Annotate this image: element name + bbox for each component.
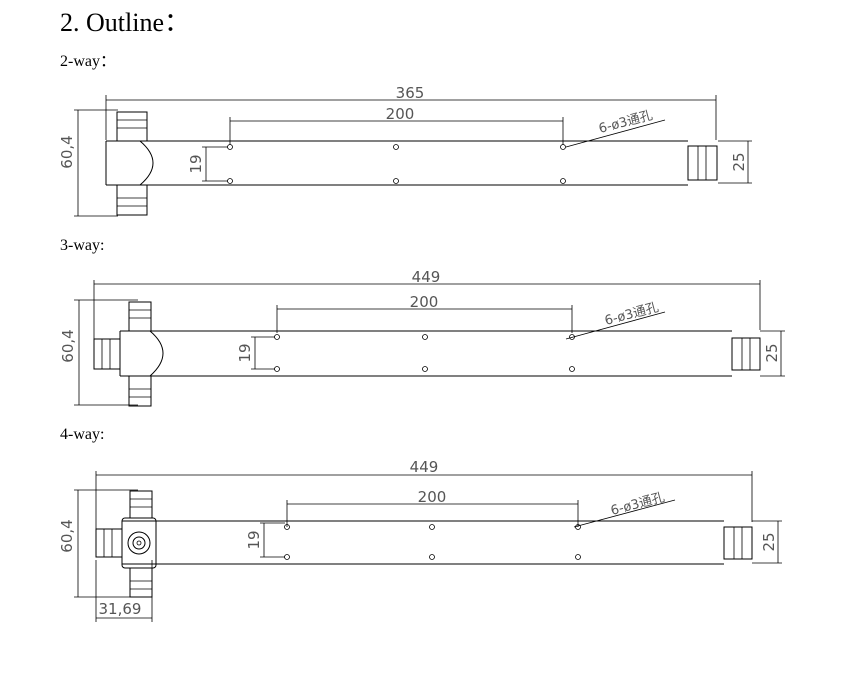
hole <box>560 178 566 184</box>
drawing-4way: 449 200 6-ø3通孔 60,4 19 25 31,69 <box>58 458 782 622</box>
dim-height-text: 60,4 <box>58 519 76 552</box>
dim-overall-text: 365 <box>396 84 425 102</box>
dim-spacing-text: 200 <box>418 488 447 506</box>
hole <box>560 144 566 150</box>
hole <box>575 524 581 530</box>
hole <box>284 524 290 530</box>
hub-port-inner <box>132 536 146 550</box>
hole-note-leader <box>573 499 676 528</box>
dim-height-text: 60,4 <box>59 329 77 362</box>
hole <box>227 144 233 150</box>
dim-overall-text: 449 <box>410 458 439 476</box>
section-label-4way: 4-way: <box>60 426 105 443</box>
connector-bottom <box>116 184 148 216</box>
connector-top <box>129 490 153 519</box>
dim-spacing-text: 200 <box>410 293 439 311</box>
connector-top <box>116 111 148 142</box>
dim-port-text: 25 <box>730 152 748 171</box>
dim-hole-gap-text: 19 <box>236 343 254 362</box>
dim-hole-gap-text: 19 <box>187 154 205 173</box>
connector-right <box>723 526 753 560</box>
hole <box>393 144 399 150</box>
dim-port-text: 25 <box>760 532 778 551</box>
dim-port-text: 25 <box>763 343 781 362</box>
connector-bottom <box>129 567 153 598</box>
hub-block <box>121 517 157 569</box>
hole <box>575 554 581 560</box>
connector-bottom <box>128 375 152 407</box>
hole <box>284 554 290 560</box>
hub-curve <box>139 140 154 186</box>
connector-right <box>687 145 718 181</box>
section-label-2way: 2-way： <box>60 53 116 70</box>
hole-note-text: 6-ø3通孔 <box>609 490 666 519</box>
connector-left <box>95 528 123 558</box>
hole <box>429 524 435 530</box>
hole <box>569 366 575 372</box>
hole-note-leader <box>565 311 666 340</box>
connector-left <box>93 338 121 370</box>
connector-top <box>128 301 152 332</box>
dim-hub-text: 31,69 <box>99 600 142 618</box>
hub-port-outer <box>127 531 151 555</box>
hole-note-text: 6-ø3通孔 <box>597 108 654 137</box>
drawing-3way: 449 200 6-ø3通孔 60,4 19 25 <box>59 268 785 407</box>
hole <box>429 554 435 560</box>
dim-hole-gap-text: 19 <box>245 530 263 549</box>
dim-height-text: 60,4 <box>58 135 76 168</box>
hub-curve <box>149 330 164 377</box>
dim-overall-text: 449 <box>412 268 441 286</box>
hub-port-center <box>136 540 142 546</box>
hole <box>274 366 280 372</box>
section-label-3way: 3-way: <box>60 237 105 254</box>
hole <box>393 178 399 184</box>
hole-note-text: 6-ø3通孔 <box>603 300 660 329</box>
dim-spacing-text: 200 <box>386 105 415 123</box>
hole <box>274 334 280 340</box>
page-title: 2. Outline： <box>60 8 190 37</box>
drawing-2way: 365 200 6-ø3通孔 60,4 19 25 <box>58 84 752 217</box>
hole <box>569 334 575 340</box>
hole <box>422 366 428 372</box>
hole-note-leader <box>565 119 666 148</box>
connector-right <box>731 337 761 371</box>
hole <box>227 178 233 184</box>
hole <box>422 334 428 340</box>
